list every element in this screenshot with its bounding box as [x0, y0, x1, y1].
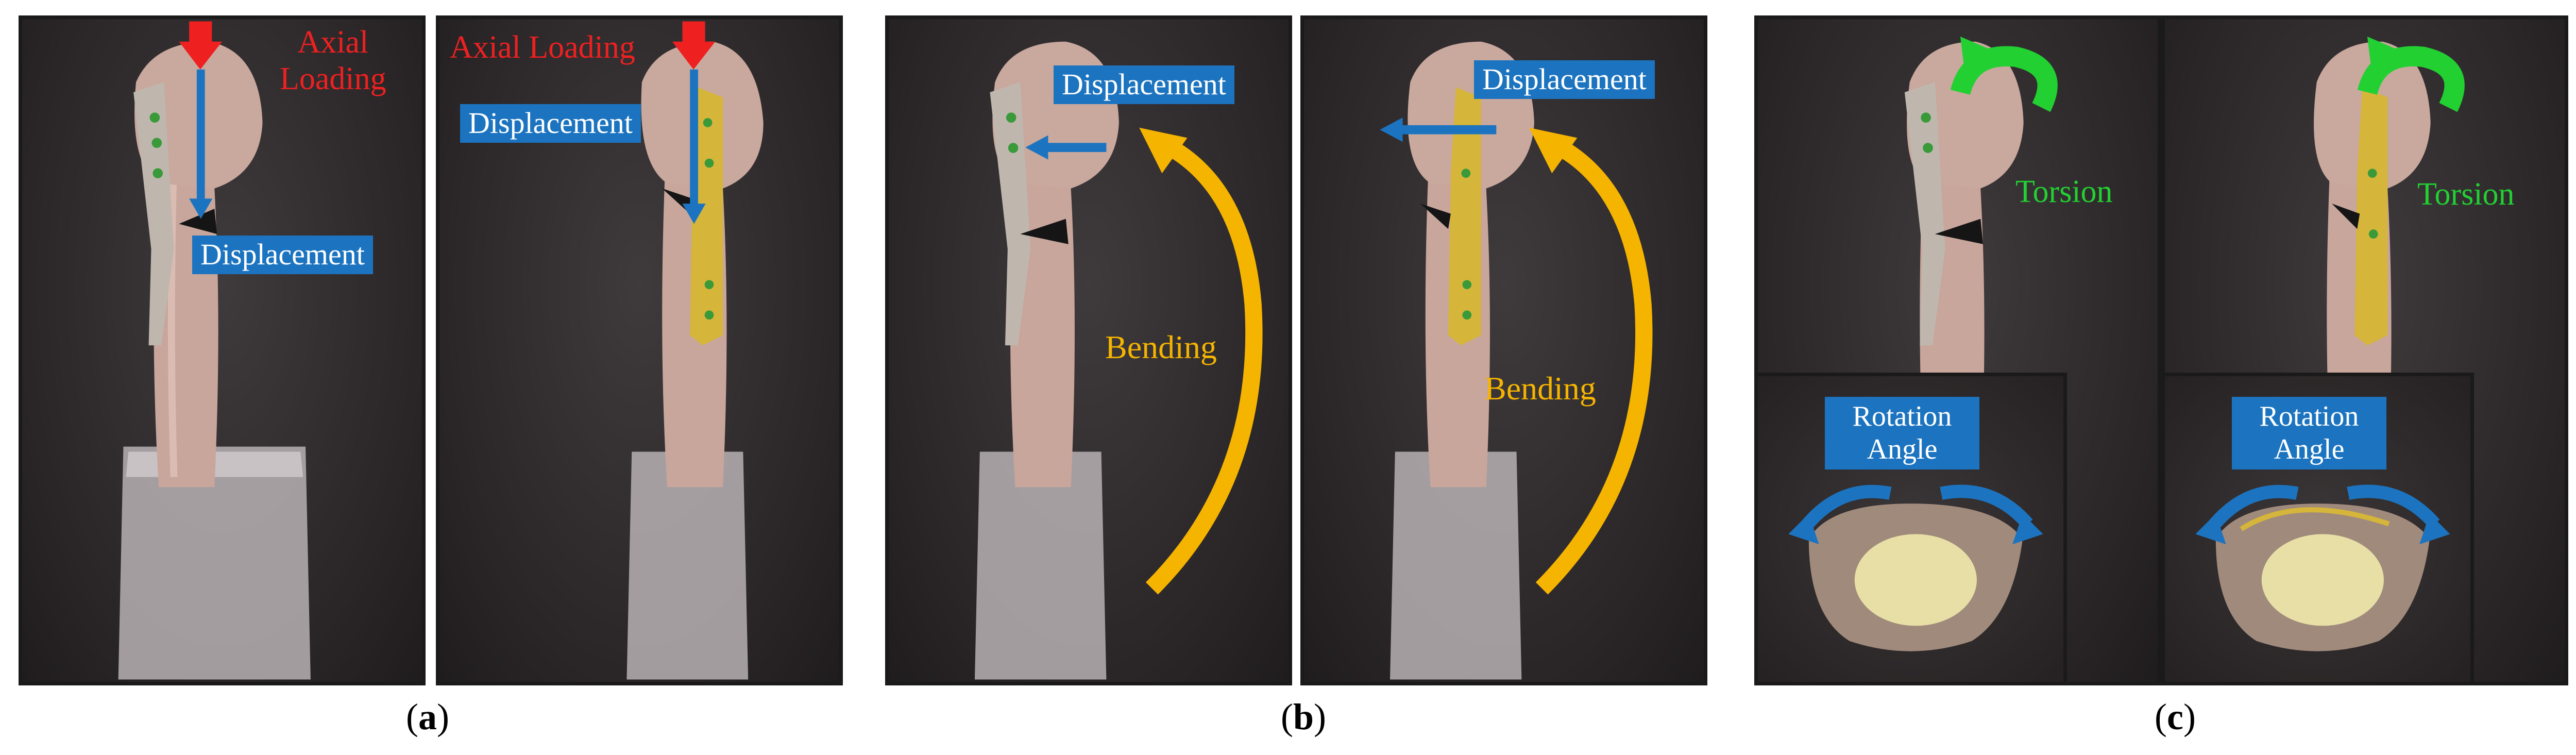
torsion-label: Torsion	[2417, 177, 2515, 212]
rotation-inset: Rotation Angle	[2165, 373, 2474, 682]
bone-cross-section-illustration	[2195, 484, 2450, 651]
displacement-label: Displacement	[1054, 65, 1234, 104]
photo-b-right: Displacement Bending	[1300, 15, 1707, 685]
axial-loading-label: Axial Loading	[280, 25, 386, 97]
photo-a-left: Axial Loading Displacement	[19, 15, 426, 685]
bone-cross-section-illustration	[1788, 484, 2043, 651]
photo-a-right: Axial Loading Displacement	[436, 15, 843, 685]
bone-model-illustration	[1380, 41, 1653, 680]
displacement-label: Displacement	[1474, 60, 1655, 99]
bone-model-illustration	[974, 41, 1263, 680]
photo-c-right: Torsion Rotation Angle	[2161, 15, 2568, 685]
displacement-label: Displacement	[460, 104, 641, 143]
photo-c-left: Torsion Rotation Angle	[1754, 15, 2161, 685]
bending-label: Bending	[1484, 370, 1596, 407]
caption-b: (b)	[1281, 696, 1327, 737]
rotation-inset: Rotation Angle	[1758, 373, 2067, 682]
rotation-angle-label: Rotation Angle	[2232, 397, 2386, 469]
torsion-label: Torsion	[2015, 174, 2113, 209]
bone-model-illustration	[626, 21, 764, 680]
bending-label: Bending	[1105, 329, 1217, 365]
bone-model-illustration	[118, 21, 311, 680]
caption-c: (c)	[2155, 696, 2196, 737]
axial-loading-label: Axial Loading	[450, 30, 635, 65]
rotation-angle-label: Rotation Angle	[1825, 397, 1979, 469]
caption-a: (a)	[406, 696, 449, 737]
photo-b-left: Displacement Bending	[885, 15, 1292, 685]
displacement-label: Displacement	[192, 236, 373, 274]
